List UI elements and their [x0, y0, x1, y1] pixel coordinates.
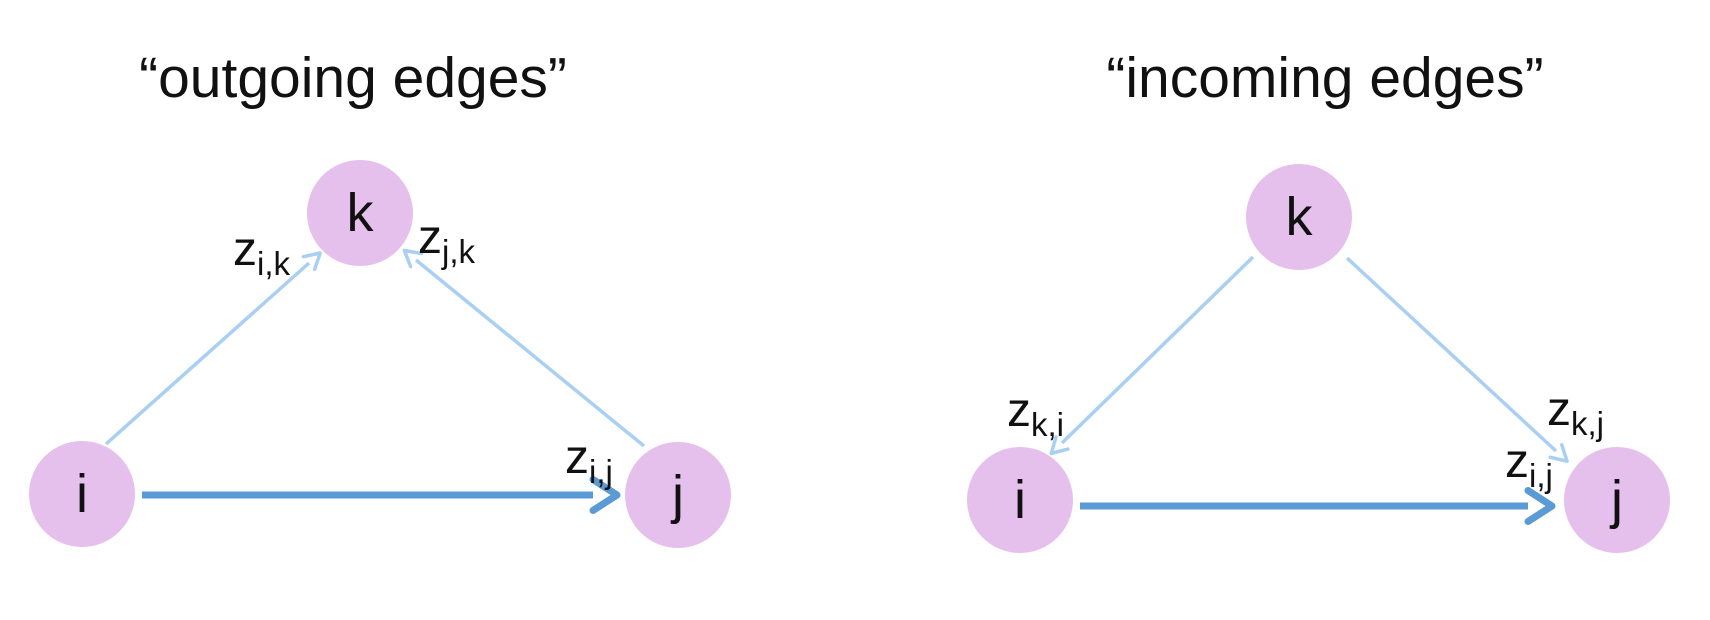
right-edge-k-to-i	[1049, 255, 1255, 456]
left-edge-j-to-k	[402, 248, 646, 448]
right-node-j-circle	[1564, 447, 1670, 553]
edge-label-sub: i,k	[257, 245, 291, 282]
left-node-k-label: k	[347, 183, 375, 243]
edge-label-sub: i,j	[1529, 457, 1553, 494]
right-edge-label-z-ki: zk,i	[1007, 384, 1064, 443]
left-node-i-circle	[29, 441, 135, 547]
edge-label-sub: k,i	[1031, 406, 1064, 443]
edge-label-sub: j,k	[441, 233, 476, 270]
left-node-i-label: i	[76, 464, 88, 524]
left-edge-label-z-ij: zi,j	[565, 431, 613, 490]
right-node-k-label: k	[1286, 187, 1314, 247]
edge-label-sub: i,j	[589, 453, 613, 490]
right-node-i-label: i	[1014, 470, 1026, 530]
right-node-k-circle	[1246, 164, 1352, 270]
edge-label-main: z	[1547, 383, 1571, 436]
right-edge-label-z-kj: zk,j	[1547, 383, 1604, 442]
right-edge-label-z-ij: zi,j	[1505, 435, 1553, 494]
right-node-j-label: j	[1609, 470, 1623, 530]
left-edge-label-z-jk: zj,k	[418, 211, 476, 270]
left-node-j-label: j	[670, 465, 684, 525]
right-edge-k-to-j	[1345, 256, 1569, 463]
right-panel-title: “incoming edges”	[1106, 46, 1544, 110]
left-panel-title: “outgoing edges”	[139, 46, 567, 110]
left-node-k-circle	[307, 160, 413, 266]
right-node-i-circle	[967, 447, 1073, 553]
left-edge-i-to-k	[104, 251, 322, 446]
left-edge-label-z-ik: zi,k	[233, 223, 291, 282]
edge-label-main: z	[565, 431, 589, 484]
edge-label-main: z	[233, 223, 257, 276]
edge-label-sub: k,j	[1571, 405, 1604, 442]
left-node-j-circle	[625, 442, 731, 548]
edge-label-main: z	[418, 211, 442, 264]
edge-label-main: z	[1505, 435, 1529, 488]
edge-label-main: z	[1007, 384, 1031, 437]
